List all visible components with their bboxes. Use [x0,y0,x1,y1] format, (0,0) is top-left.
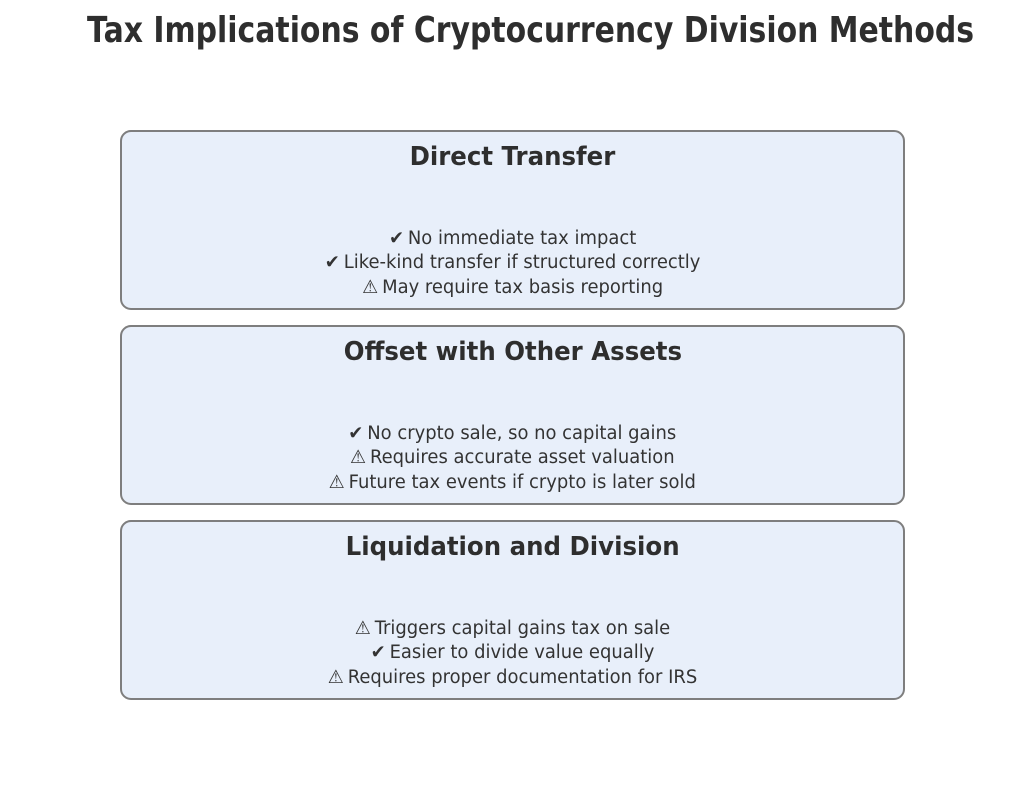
method-box-liquidation-and-division: Liquidation and Division ⚠Triggers capit… [120,520,905,700]
warning-icon: ⚠ [327,666,344,688]
method-box-direct-transfer: Direct Transfer ✔No immediate tax impact… [120,130,905,310]
check-icon: ✔ [348,422,364,444]
warning-icon: ⚠ [361,276,379,298]
method-point: ⚠Future tax events if crypto is later so… [329,471,696,496]
method-point-text: May require tax basis reporting [381,276,663,298]
method-point: ✔No immediate tax impact [325,227,701,252]
check-icon: ✔ [370,642,386,663]
method-point-text: Like-kind transfer if structured correct… [343,252,701,273]
method-box-heading: Direct Transfer [409,142,616,172]
method-box-offset-with-other-assets: Offset with Other Assets ✔No crypto sale… [120,325,905,505]
method-point-text: No crypto sale, so no capital gains [367,422,677,444]
warning-icon: ⚠ [350,447,367,468]
method-point: ⚠Requires proper documentation for IRS [328,666,698,691]
method-points-list: ✔No immediate tax impact ✔Like-kind tran… [325,227,701,301]
method-box-heading: Offset with Other Assets [343,337,682,367]
method-point-text: No immediate tax impact [407,227,637,249]
warning-icon: ⚠ [354,617,371,639]
page-title: Tax Implications of Cryptocurrency Divis… [87,10,975,51]
method-point: ⚠Requires accurate asset valuation [329,446,696,471]
method-point-text: Triggers capital gains tax on sale [374,617,671,639]
method-point: ✔Like-kind transfer if structured correc… [325,251,701,276]
method-points-list: ✔No crypto sale, so no capital gains ⚠Re… [329,422,696,496]
check-icon: ✔ [388,227,404,249]
check-icon: ✔ [324,252,340,273]
warning-icon: ⚠ [328,471,345,493]
method-point-text: Requires proper documentation for IRS [347,666,698,688]
method-box-heading: Liquidation and Division [345,532,680,562]
method-point: ⚠May require tax basis reporting [325,276,701,301]
method-point: ✔No crypto sale, so no capital gains [329,422,696,447]
method-point: ⚠Triggers capital gains tax on sale [328,617,698,642]
method-points-list: ⚠Triggers capital gains tax on sale ✔Eas… [328,617,698,691]
method-point-text: Future tax events if crypto is later sol… [348,471,697,493]
method-point: ✔Easier to divide value equally [328,641,698,666]
method-point-text: Requires accurate asset valuation [370,447,675,468]
method-point-text: Easier to divide value equally [389,642,655,663]
